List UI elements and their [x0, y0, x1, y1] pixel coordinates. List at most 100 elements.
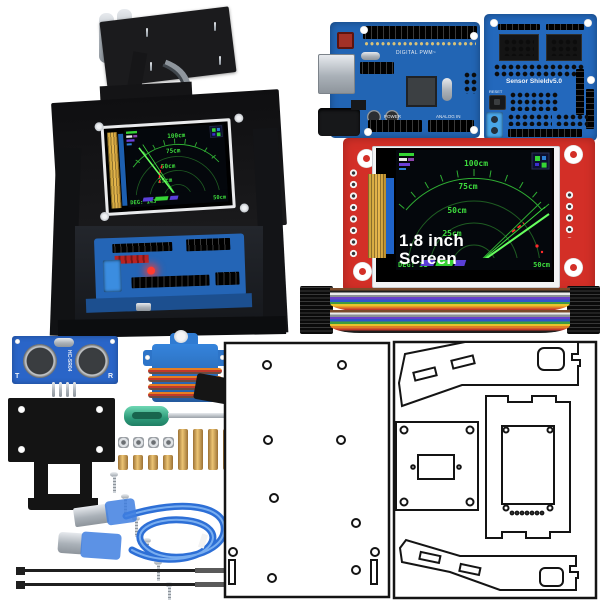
radar-grid-icon — [209, 125, 223, 138]
nut — [163, 437, 174, 448]
shield-bottom-header — [508, 129, 582, 137]
sensor-pin — [73, 382, 76, 397]
panel-b-screen-plate — [485, 395, 571, 539]
jumper-wires — [300, 284, 600, 336]
mount-pin — [219, 56, 221, 65]
radar-grid-icon — [531, 152, 550, 170]
stacked-idc — [186, 237, 231, 252]
radar-echo-trace — [158, 165, 163, 185]
panel-b-square-plate — [395, 421, 479, 511]
radar-ticks — [135, 138, 216, 164]
radar-tick-arc — [405, 177, 543, 211]
radar-range-labels: 100cm 75cm 50cm 25cm — [442, 159, 488, 238]
machine-screw — [154, 560, 162, 582]
standoff-tall — [193, 429, 203, 470]
radar-display-large: 100cm 75cm 50cm 25cm DEG: 31 — [396, 150, 552, 270]
shield-reset-button — [489, 95, 506, 110]
tft-mount-hole — [564, 258, 583, 277]
servo-motor — [135, 330, 235, 406]
zip-tie — [24, 583, 232, 586]
transducer-right — [75, 344, 109, 378]
uno-power-label: POWER — [384, 114, 402, 119]
svg-text:50cm: 50cm — [213, 195, 227, 202]
bracket-cutout — [48, 464, 80, 494]
panel-screw — [239, 203, 250, 213]
mount-hole — [470, 32, 478, 40]
screwdriver-handle-core — [132, 412, 162, 419]
mount-pin — [214, 22, 216, 31]
shield-io-pins — [494, 64, 584, 77]
radar-ticks — [398, 169, 550, 209]
panel-b-top-bracket — [397, 341, 581, 408]
svg-text:100cm: 100cm — [167, 132, 186, 140]
usb-b-port — [318, 54, 355, 94]
svg-text:25cm: 25cm — [442, 229, 461, 238]
tft-mount-hole — [353, 262, 372, 281]
sensor-pin — [66, 382, 69, 397]
zip-tie-texture — [195, 568, 232, 573]
svg-text:75cm: 75cm — [166, 147, 181, 155]
usb-b-connector — [57, 530, 125, 561]
zip-tie-texture — [195, 582, 232, 587]
mount-hole — [360, 26, 368, 34]
tft-left-pads — [349, 168, 358, 260]
bracket-stem — [34, 458, 92, 502]
svg-text:50cm: 50cm — [447, 206, 466, 215]
uno-solder-row — [364, 41, 476, 47]
screw-terminal — [102, 259, 122, 293]
mount-hole — [584, 19, 592, 27]
standoff-tall — [178, 429, 188, 470]
stacked-header — [112, 241, 173, 253]
svg-text:100cm: 100cm — [464, 159, 488, 168]
ribbon-bottom — [330, 310, 570, 333]
display-panel: 100cm 75cm 50cm 25cm DEG: 143 — [51, 89, 287, 239]
servo-shaft — [174, 330, 188, 343]
uno-board: DIGITAL PWM~ POWER ANALOG IN — [318, 18, 486, 142]
power-led — [146, 266, 156, 275]
nut — [148, 437, 159, 448]
standoff-short — [118, 455, 128, 470]
acrylic-panel-b — [392, 340, 598, 600]
shield-pin-row — [498, 24, 540, 30]
servo-wire-wrap — [148, 384, 222, 390]
tft-caption-line2: Screen — [399, 249, 457, 268]
tft-caption-line1: 1.8 inch — [399, 231, 464, 250]
shield-analog-pins — [556, 114, 588, 126]
icsp-header — [464, 72, 478, 94]
tft-mount-hole — [357, 149, 376, 168]
barrel-jack — [318, 108, 360, 136]
standoff-short — [163, 455, 173, 470]
regulator — [351, 100, 366, 110]
panel-screw — [234, 113, 244, 123]
mount-hole — [15, 339, 20, 344]
tft-module: 100cm 75cm 50cm 25cm DEG: 31 — [343, 138, 595, 292]
crystal-osc — [361, 52, 380, 60]
shield-title: Sensor Shieldv5.0 — [506, 78, 562, 85]
servo-wire-wrap — [148, 376, 222, 382]
shield-pin-row — [546, 24, 584, 30]
acrylic-panel-a — [223, 341, 391, 599]
bracket-plate — [8, 398, 115, 462]
transducer-left — [23, 344, 57, 378]
nut — [118, 437, 129, 448]
tft-mount-hole — [564, 145, 583, 164]
sensor-t-label: T — [15, 373, 20, 380]
standoff-short — [133, 455, 143, 470]
tft-flex-cable — [368, 174, 386, 258]
panel-screw — [99, 211, 110, 222]
screwdriver-shaft — [168, 413, 226, 418]
usb-cable-loops — [122, 502, 228, 563]
zip-tie-head — [16, 581, 25, 589]
reset-button — [337, 32, 354, 49]
svg-text:50cm: 50cm — [533, 261, 550, 269]
ribbon-top — [330, 288, 570, 311]
tft-caption: 1.8 inch Screen — [399, 232, 464, 268]
idc-connector — [499, 34, 539, 61]
standoff-tall — [208, 429, 218, 470]
ultrasonic-sensor: HC-SR04 T R — [12, 336, 118, 398]
panel-b-bottom-bracket — [398, 538, 579, 591]
mount-pin — [146, 28, 148, 37]
uno-power-headers — [368, 120, 422, 132]
crystal-smd — [442, 78, 452, 101]
